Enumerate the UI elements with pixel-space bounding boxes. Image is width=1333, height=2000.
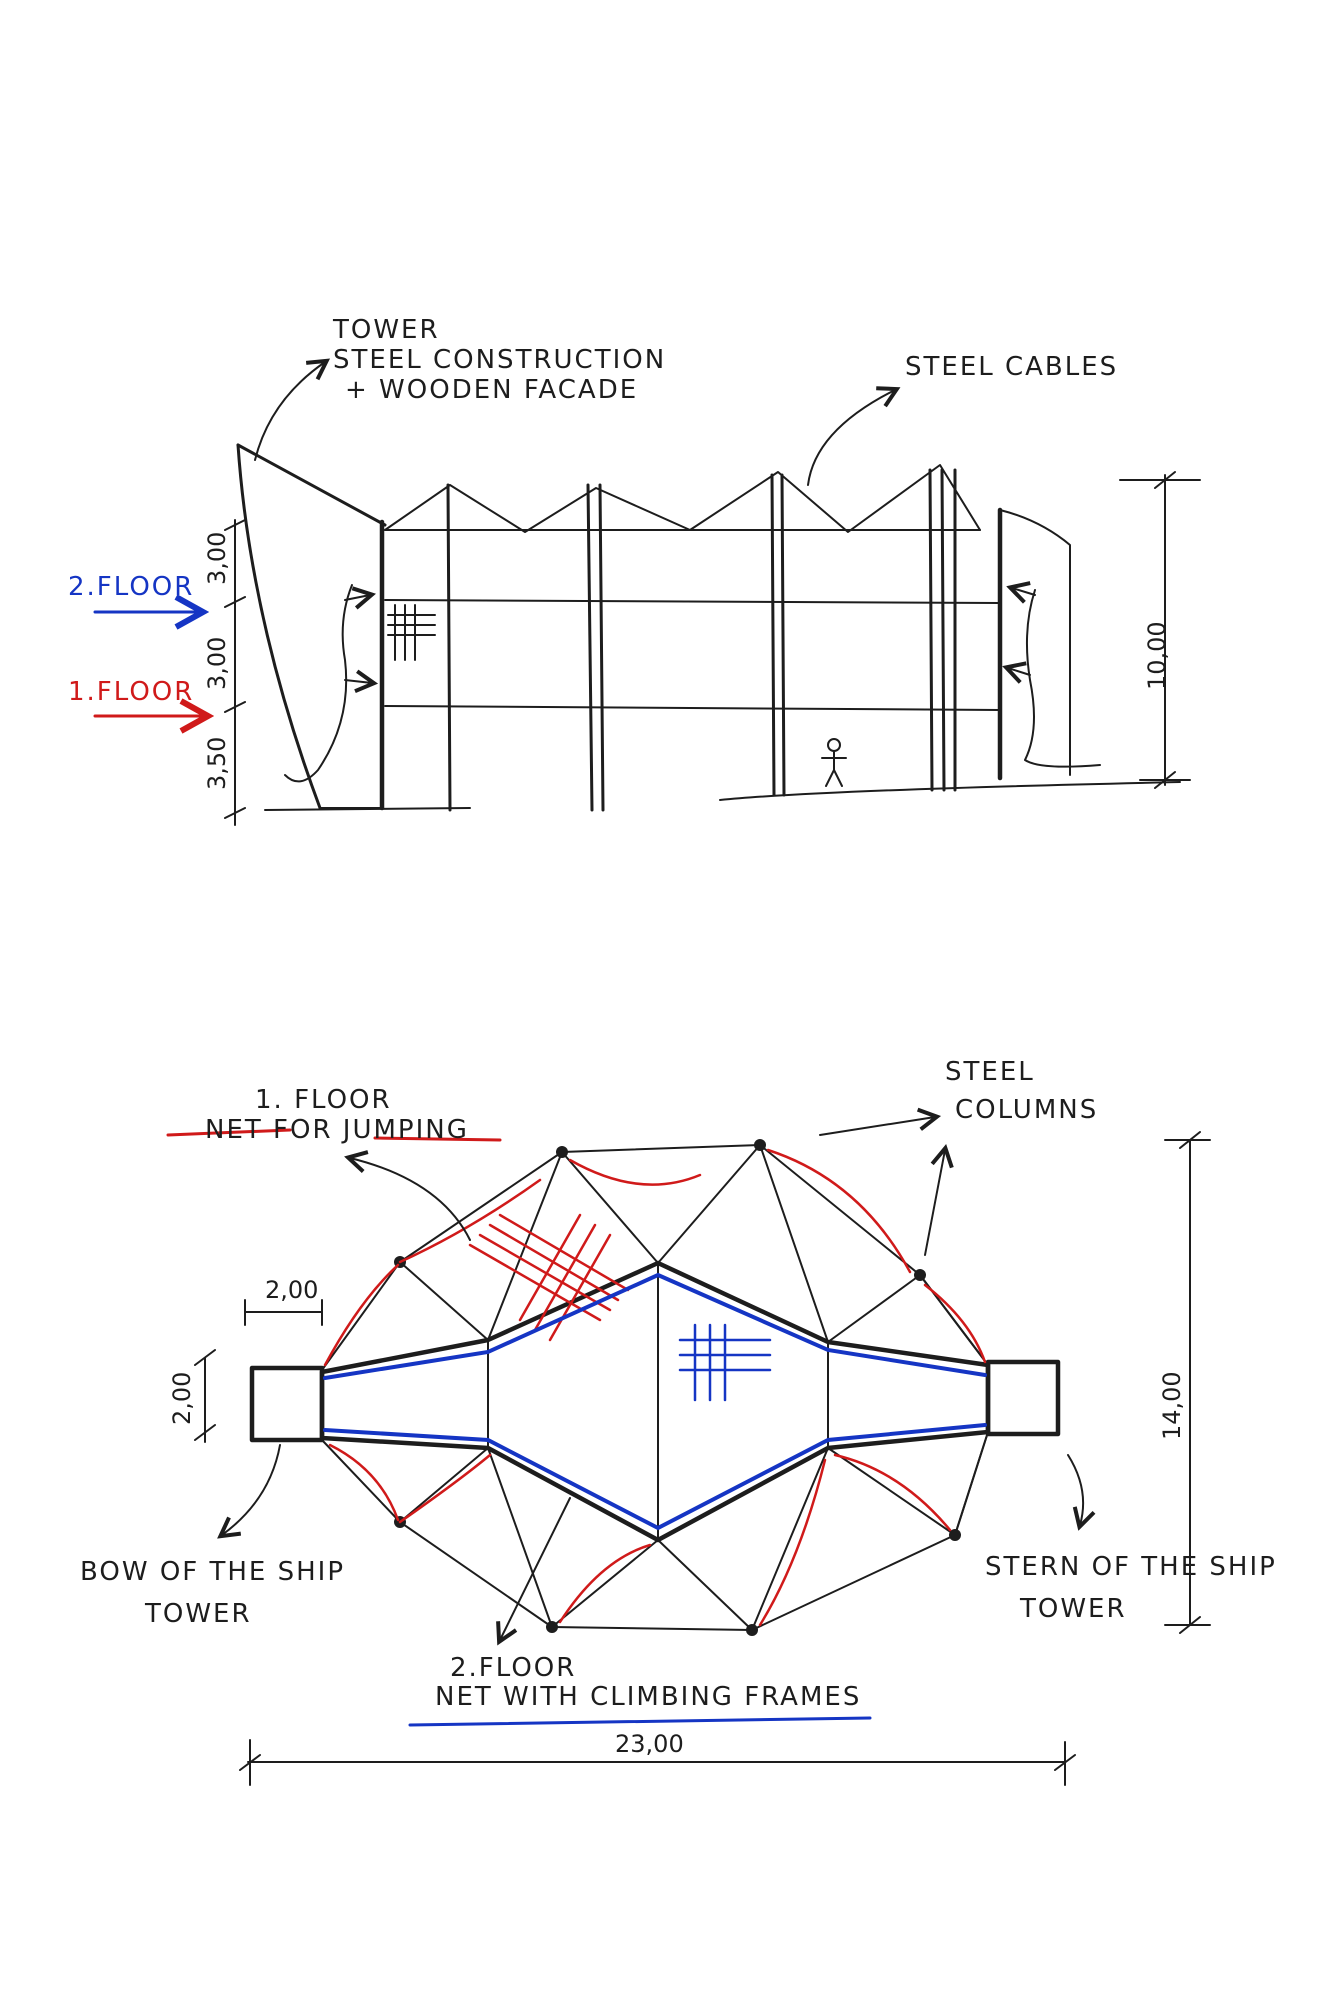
tower-label-2: STEEL CONSTRUCTION xyxy=(333,345,666,375)
triangulation xyxy=(399,1144,989,1631)
bow-tower-plan xyxy=(249,1365,325,1443)
bow-tower-elevation xyxy=(236,443,387,811)
inner-deck xyxy=(319,1260,991,1543)
plan-dimensions xyxy=(194,1131,1211,1786)
height-dimension-right: 10,00 xyxy=(1119,471,1201,789)
bow-leader xyxy=(222,1444,281,1535)
ground-line xyxy=(264,781,1181,811)
dim-upper: 3,00 xyxy=(203,532,231,585)
floor-2-net-hatch xyxy=(387,604,436,661)
columns-leader-1 xyxy=(819,1117,935,1136)
tower-width-dim: 2,00 xyxy=(265,1276,318,1304)
floor-2-net-hatch xyxy=(678,1323,772,1402)
floor-1-plan-label-1: 1. FLOOR xyxy=(255,1085,392,1115)
floor-1-leader xyxy=(350,1158,471,1241)
steel-cables-roof xyxy=(384,464,981,533)
floor-2-plan-label-2: NET WITH CLIMBING FRAMES xyxy=(435,1682,861,1712)
floor-1-plan-label-2: NET FOR JUMPING xyxy=(205,1115,469,1145)
floor-2-level xyxy=(384,599,1001,604)
dim-middle: 3,00 xyxy=(203,637,231,690)
steel-columns-elevation xyxy=(446,468,957,812)
floor-1-level xyxy=(384,705,1001,711)
overall-width-dim: 14,00 xyxy=(1158,1371,1186,1440)
stern-label-2: TOWER xyxy=(1019,1594,1127,1624)
tower-depth-dim: 2,00 xyxy=(168,1372,196,1425)
floor-1-label-elevation: 1.FLOOR xyxy=(68,677,194,707)
stern-tower-elevation xyxy=(997,507,1101,781)
stern-label-1: STERN OF THE SHIP xyxy=(985,1552,1277,1582)
floor-1-net-edges xyxy=(323,1148,987,1627)
floor-1-underline xyxy=(166,1128,502,1142)
columns-leader-2 xyxy=(924,1150,945,1256)
floor-2-underline xyxy=(408,1716,872,1727)
dim-total: 10,00 xyxy=(1143,621,1171,690)
floor-1-net-hatch xyxy=(468,1213,630,1342)
bow-label-1: BOW OF THE SHIP xyxy=(80,1557,345,1587)
floor-2-label-elevation: 2.FLOOR xyxy=(68,572,194,602)
floor-2-leader xyxy=(500,1497,571,1640)
steel-column-dots xyxy=(394,1139,961,1636)
cables-leader xyxy=(807,390,895,486)
person-figure xyxy=(821,738,847,787)
overall-length-dim: 23,00 xyxy=(615,1730,684,1758)
plan-drawing xyxy=(166,1117,1211,1786)
elevation-drawing: 3,00 3,00 3,50 10,00 xyxy=(93,362,1201,826)
bow-label-2: TOWER xyxy=(144,1599,252,1629)
tower-leader xyxy=(254,362,325,461)
stern-tower-plan xyxy=(985,1359,1061,1437)
tower-label-1: TOWER xyxy=(332,315,440,345)
dim-lower: 3,50 xyxy=(203,737,231,790)
tower-label-3: + WOODEN FACADE xyxy=(345,375,638,405)
steel-cables-label: STEEL CABLES xyxy=(905,352,1118,382)
height-dimension-left: 3,00 3,00 3,50 xyxy=(203,519,246,826)
floor-2-net-edges xyxy=(323,1272,987,1531)
columns-label-2: COLUMNS xyxy=(955,1095,1098,1125)
stern-leader xyxy=(1067,1454,1083,1525)
columns-label-1: STEEL xyxy=(945,1057,1035,1087)
outer-hull xyxy=(321,1144,989,1631)
floor-2-plan-label-1: 2.FLOOR xyxy=(450,1653,576,1683)
